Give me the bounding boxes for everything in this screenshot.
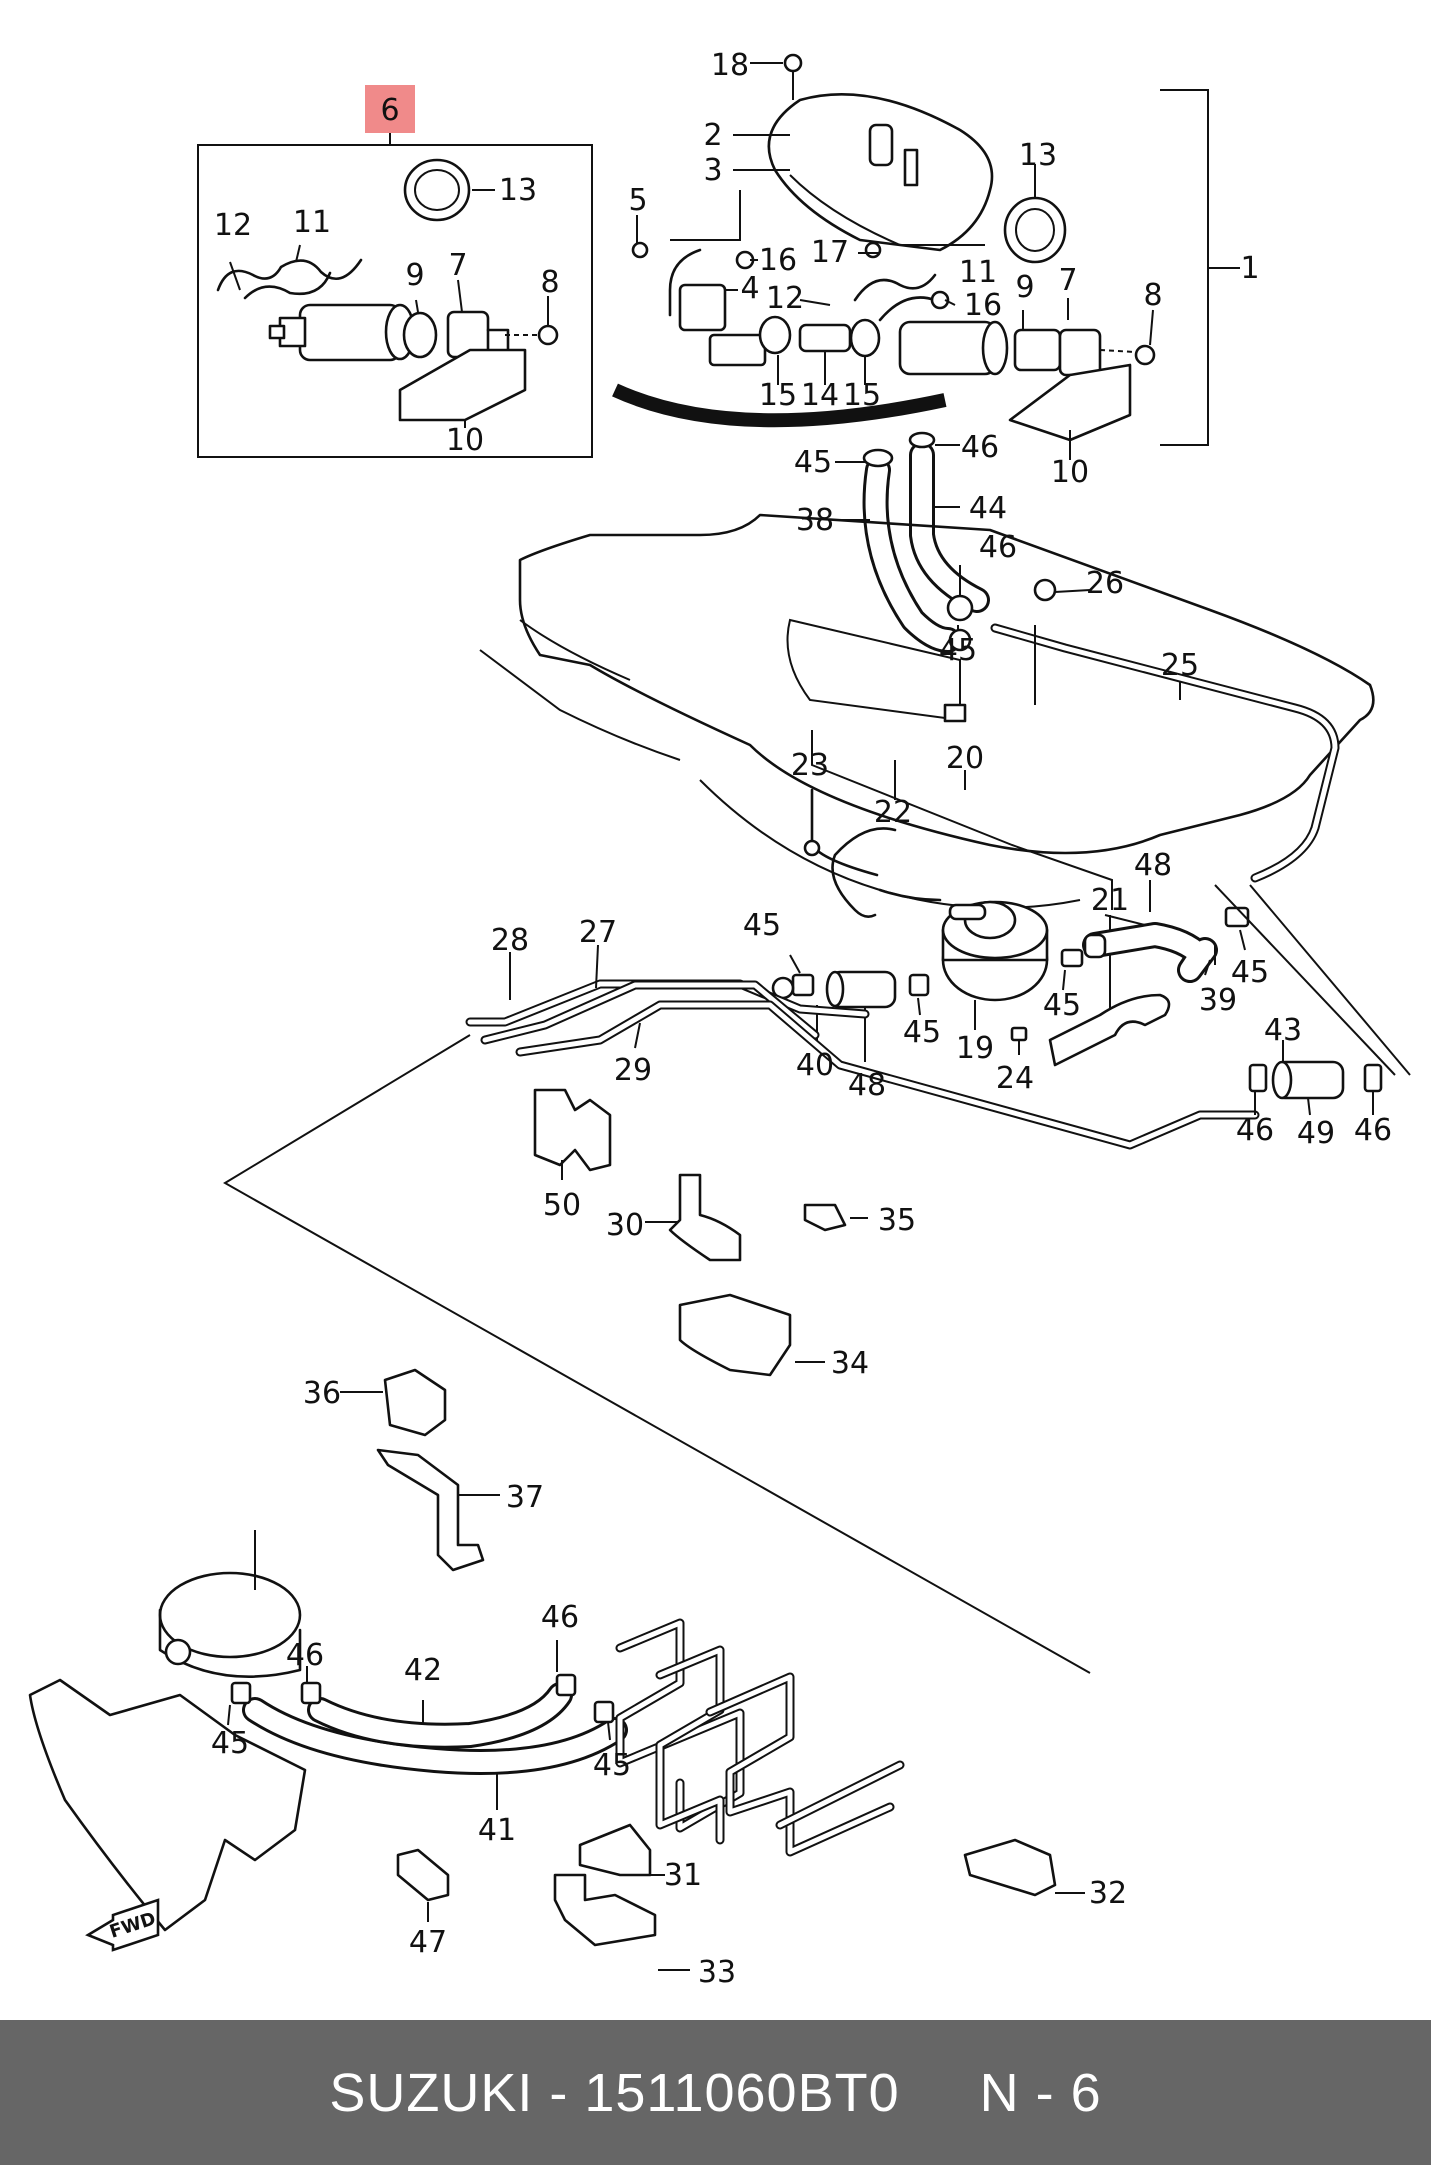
callout-45: 45	[1043, 988, 1081, 1023]
highlighted-part-marker	[365, 85, 415, 133]
callout-48: 48	[848, 1068, 886, 1103]
inset-box	[197, 144, 593, 458]
fwd-arrow-icon	[85, 1898, 160, 1952]
callout-46: 46	[1354, 1113, 1392, 1148]
charcoal-canister	[941, 900, 1049, 1002]
callout-45: 45	[593, 1748, 631, 1783]
callout-17: 17	[811, 235, 849, 270]
callout-4: 4	[740, 271, 759, 306]
callout-21: 21	[1091, 883, 1129, 918]
callout-10: 10	[1051, 455, 1089, 490]
callout-40: 40	[796, 1048, 834, 1083]
fuel-system-parts-diagram: 6	[28, 48, 1411, 1990]
callout-7: 7	[448, 248, 467, 283]
callout-37: 37	[506, 1480, 544, 1515]
callout-38: 38	[796, 503, 834, 538]
fuel-pump-assembly	[670, 53, 1067, 264]
callout-46: 46	[286, 1638, 324, 1673]
callout-43: 43	[1264, 1013, 1302, 1048]
throttle-body	[28, 1530, 307, 1932]
callout-8: 8	[540, 265, 559, 300]
callout-11: 11	[293, 205, 331, 240]
callout-26: 26	[1086, 566, 1124, 601]
callout-11: 11	[959, 255, 997, 290]
callout-46: 46	[961, 430, 999, 465]
clamp-34	[678, 1293, 792, 1377]
callout-3: 3	[703, 153, 722, 188]
callout-32: 32	[1089, 1876, 1127, 1911]
callout-15: 15	[843, 378, 881, 413]
callout-15: 15	[759, 378, 797, 413]
callout-27: 27	[579, 915, 617, 950]
callout-10: 10	[446, 423, 484, 458]
callout-35: 35	[878, 1203, 916, 1238]
callout-50: 50	[543, 1188, 581, 1223]
callout-44: 44	[969, 491, 1007, 526]
callout-8: 8	[1143, 278, 1162, 313]
callout-46: 46	[541, 1600, 579, 1635]
callout-9: 9	[405, 258, 424, 293]
callout-49: 49	[1297, 1116, 1335, 1151]
callout-42: 42	[404, 1653, 442, 1688]
clip-33	[553, 1873, 657, 1947]
highlighted-part-number: 6	[380, 93, 399, 128]
callout-45: 45	[903, 1015, 941, 1050]
fuel-lines	[465, 979, 1260, 1150]
clamp-30	[668, 1173, 742, 1262]
callout-24: 24	[996, 1061, 1034, 1096]
callout-47: 47	[409, 1925, 447, 1960]
callout-7: 7	[1058, 263, 1077, 298]
callout-28: 28	[491, 923, 529, 958]
callout-46: 46	[1236, 1113, 1274, 1148]
clip-36	[383, 1368, 447, 1437]
bracket-37	[376, 1448, 485, 1572]
callout-45: 45	[1231, 955, 1269, 990]
callout-30: 30	[606, 1208, 644, 1243]
callout-45: 45	[211, 1726, 249, 1761]
callout-25: 25	[1161, 648, 1199, 683]
callout-45: 45	[939, 633, 977, 668]
callout-19: 19	[956, 1031, 994, 1066]
callout-29: 29	[614, 1053, 652, 1088]
callout-2: 2	[703, 118, 722, 153]
callout-16: 16	[759, 243, 797, 278]
callout-12: 12	[214, 208, 252, 243]
callout-14: 14	[801, 378, 839, 413]
callout-9: 9	[1015, 270, 1034, 305]
callout-12: 12	[766, 281, 804, 316]
callout-22: 22	[874, 795, 912, 830]
footer-part-info: SUZUKI - 1511060BT0 N - 6	[329, 2062, 1102, 2123]
inset-fuel-pump	[268, 303, 416, 362]
callout-45: 45	[743, 908, 781, 943]
callout-13: 13	[499, 173, 537, 208]
callout-39: 39	[1199, 983, 1237, 1018]
callout-46: 46	[979, 530, 1017, 565]
clip-32	[963, 1838, 1057, 1897]
callout-1: 1	[1240, 251, 1259, 286]
assembly-direction-arrow	[612, 383, 947, 428]
callout-20: 20	[946, 741, 984, 776]
inset-seal-ring	[403, 158, 495, 222]
callout-34: 34	[831, 1346, 869, 1381]
clip-31	[578, 1823, 652, 1877]
callout-48: 48	[1134, 848, 1172, 883]
clamp-50	[533, 1088, 612, 1172]
callout-18: 18	[711, 48, 749, 83]
callout-13: 13	[1019, 138, 1057, 173]
clamp-35	[803, 1203, 847, 1232]
callout-33: 33	[698, 1955, 736, 1990]
callout-41: 41	[478, 1813, 516, 1848]
callout-5: 5	[628, 183, 647, 218]
callout-36: 36	[303, 1376, 341, 1411]
callout-31: 31	[664, 1858, 702, 1893]
callout-45: 45	[794, 445, 832, 480]
clip-47	[396, 1848, 450, 1902]
footer-bar: SUZUKI - 1511060BT0 N - 6	[0, 2020, 1431, 2165]
callout-16: 16	[964, 288, 1002, 323]
callout-23: 23	[791, 748, 829, 783]
